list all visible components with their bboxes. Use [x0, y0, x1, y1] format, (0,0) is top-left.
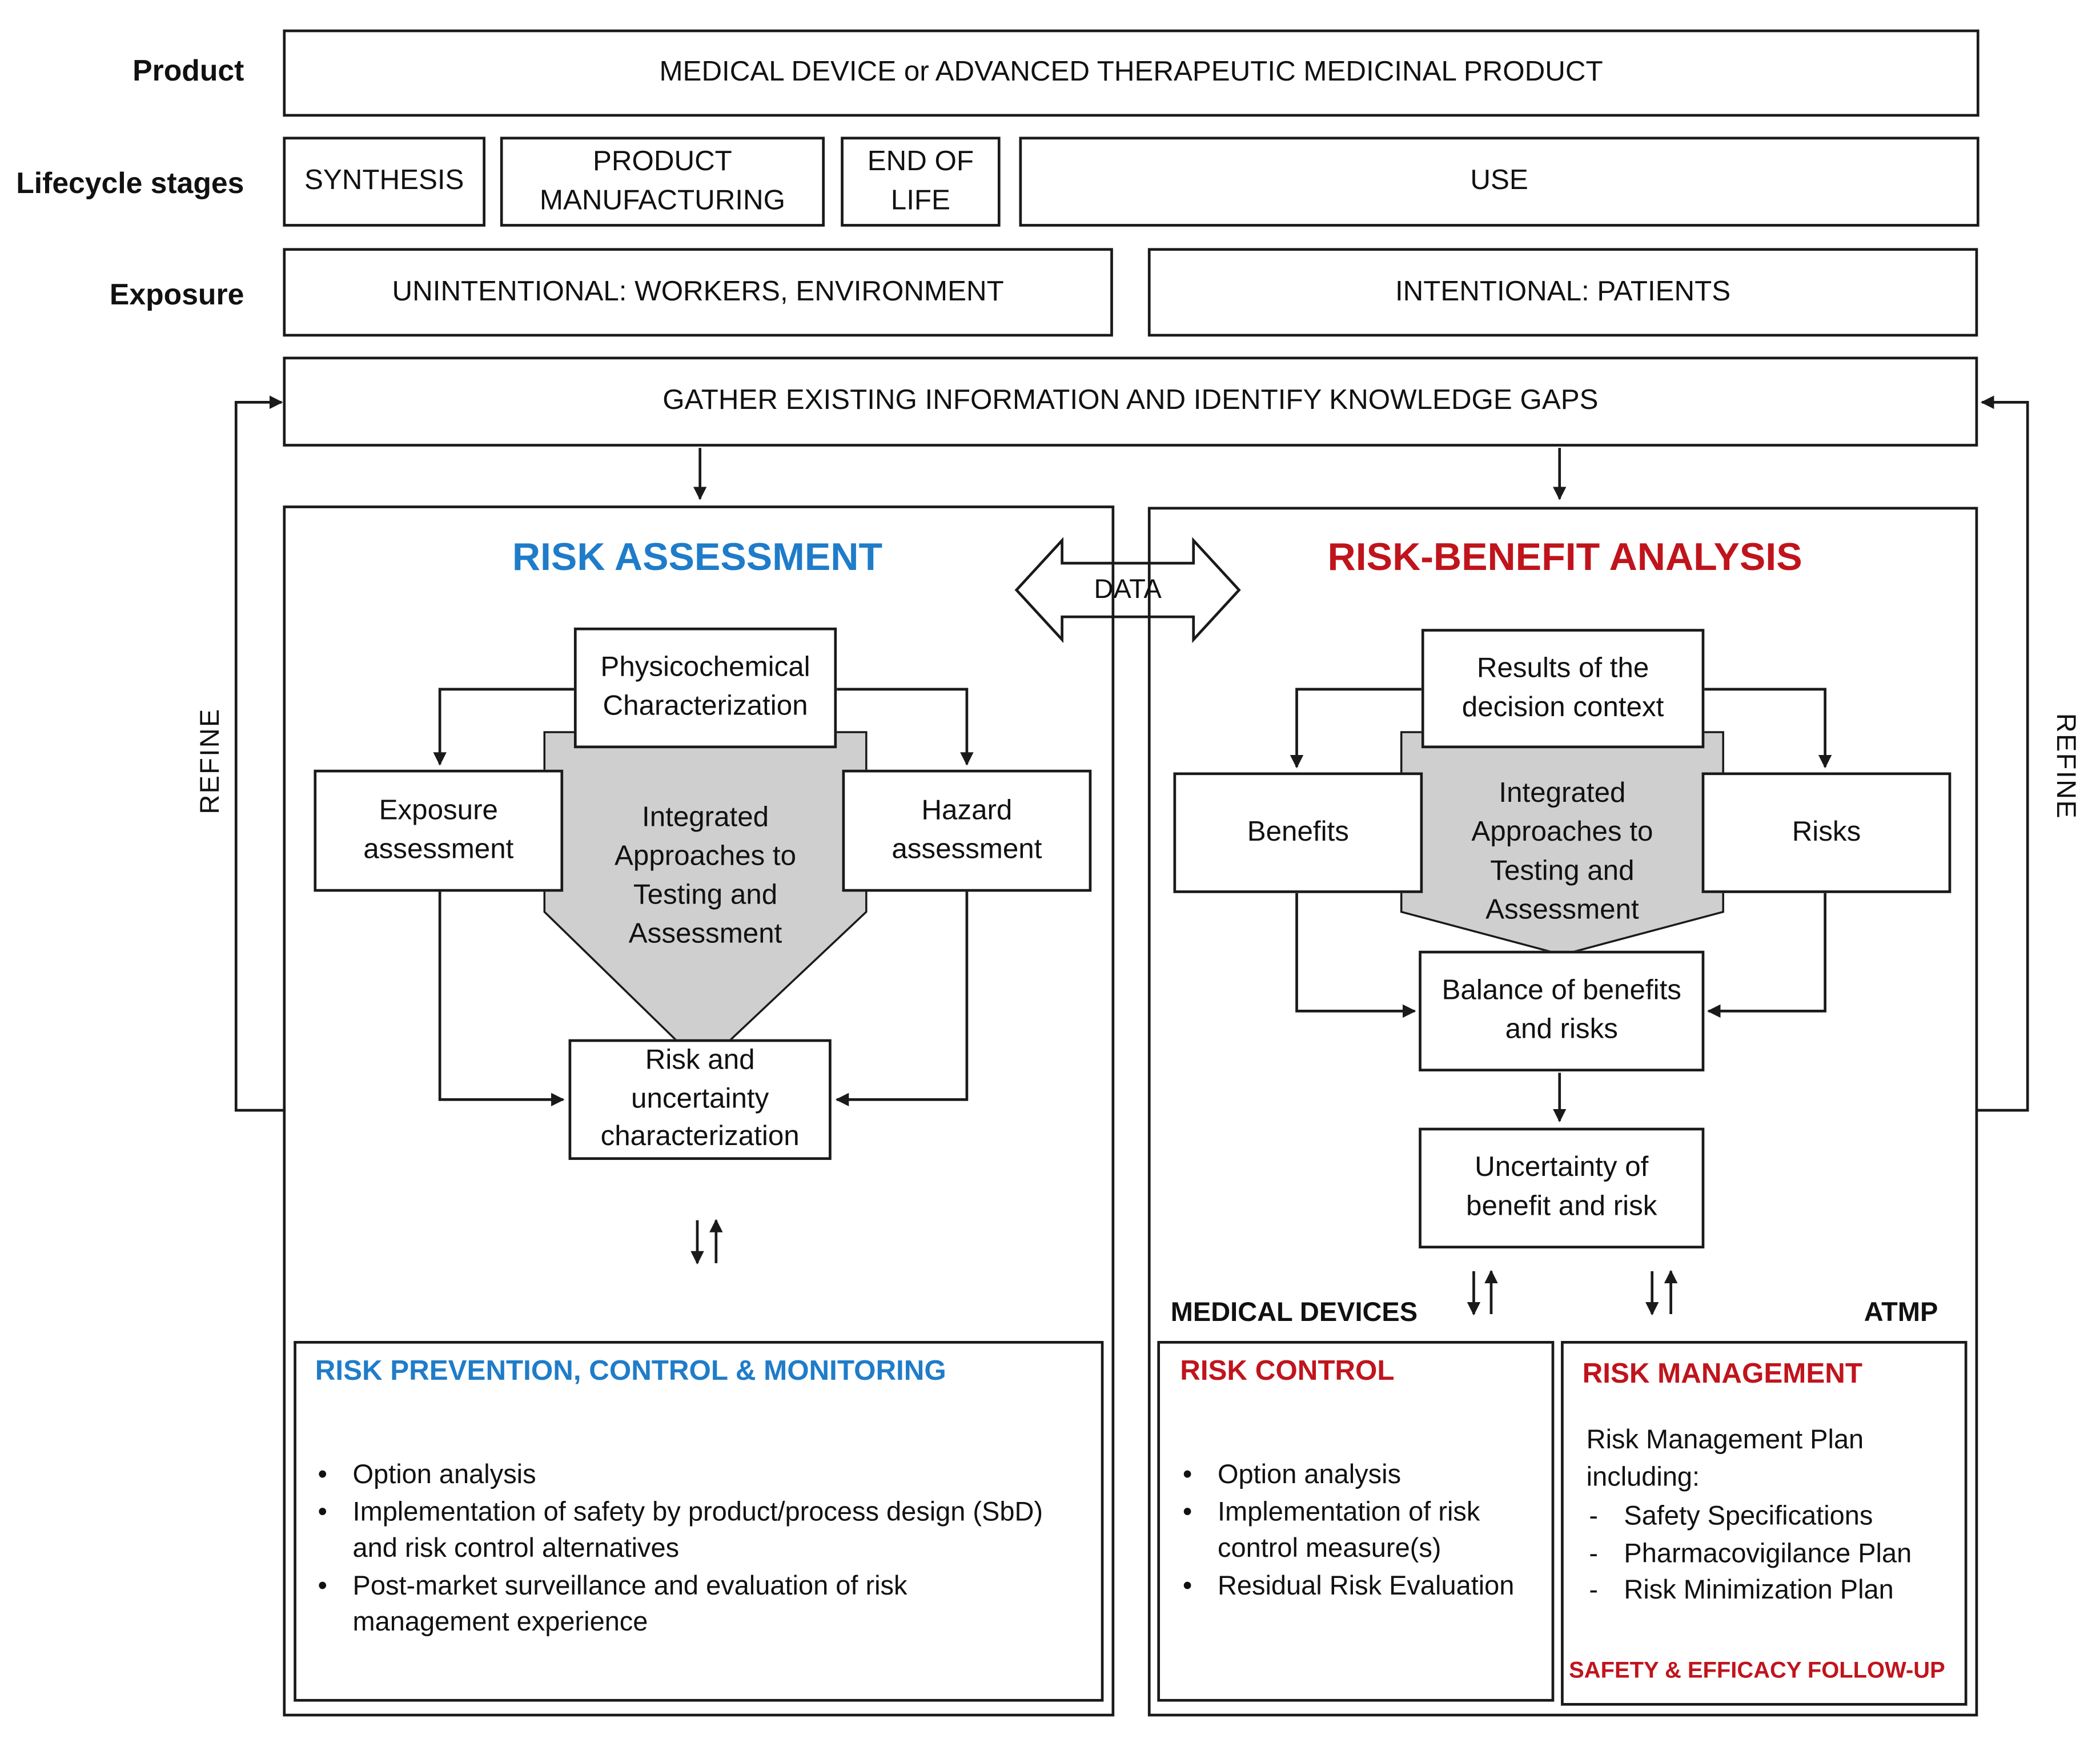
row-label-product: Product: [132, 53, 244, 87]
risk-control-item: Residual Risk Evaluation: [1180, 1569, 1545, 1606]
risk-control-item: Option analysis: [1180, 1457, 1545, 1495]
lifecycle-end-of-life-text: END OF LIFE: [867, 145, 974, 215]
lifecycle-manufacturing-text: PRODUCT MANUFACTURING: [539, 145, 785, 215]
hazard-assessment-box: Hazard assessment: [842, 769, 1092, 892]
risk-uncertainty-text: Risk and uncertainty characterization: [600, 1044, 800, 1153]
risks-box: Risks: [1701, 772, 1952, 893]
row-label-lifecycle: Lifecycle stages: [16, 166, 244, 200]
risk-benefit-title: RISK-BENEFIT ANALYSIS: [1327, 536, 1802, 580]
product-box: MEDICAL DEVICE or ADVANCED THERAPEUTIC M…: [283, 29, 1979, 117]
balance-text: Balance of benefits and risks: [1442, 975, 1681, 1045]
arrow-context-to-benefits: [1290, 688, 1422, 769]
exposure-unintentional-text: UNINTENTIONAL: WORKERS, ENVIRONMENT: [392, 275, 1004, 307]
arrow-hazard-to-risk: [835, 891, 969, 1107]
exposure-intentional-text: INTENTIONAL: PATIENTS: [1395, 275, 1731, 307]
lifecycle-end-of-life-box: END OF LIFE: [841, 136, 1001, 227]
risk-prevention-item: Option analysis: [315, 1457, 1066, 1495]
exposure-intentional-box: INTENTIONAL: PATIENTS: [1147, 248, 1978, 337]
hazard-assessment-text: Hazard assessment: [892, 794, 1042, 865]
risk-control-item: Implementation of risk control measure(s…: [1180, 1495, 1545, 1569]
benefits-box: Benefits: [1173, 772, 1423, 893]
arrow-physchem-to-hazard: [837, 688, 974, 766]
risk-management-item: Safety Specifications: [1587, 1499, 1962, 1536]
decision-context-box: Results of the decision context: [1421, 629, 1705, 749]
risk-management-list: Safety Specifications Pharmacovigilance …: [1587, 1499, 1962, 1610]
refine-label-left: REFINE: [196, 708, 226, 814]
refine-loop-left: [234, 395, 286, 1112]
arrow-benefits-to-balance: [1295, 893, 1416, 1018]
risk-management-item: Risk Minimization Plan: [1587, 1573, 1962, 1611]
arrow-risks-to-balance: [1707, 893, 1826, 1018]
risk-prevention-list: Option analysis Implementation of safety…: [315, 1457, 1066, 1642]
iata-right-text: Integrated Approaches to Testing and Ass…: [1471, 777, 1653, 925]
gather-information-text: GATHER EXISTING INFORMATION AND IDENTIFY…: [662, 384, 1599, 416]
lifecycle-synthesis-text: SYNTHESIS: [304, 164, 464, 196]
risk-control-title: RISK CONTROL: [1180, 1355, 1395, 1387]
row-label-exposure: Exposure: [109, 278, 244, 311]
arrow-context-to-risks: [1704, 688, 1832, 769]
medical-devices-label: MEDICAL DEVICES: [1170, 1298, 1418, 1328]
risk-assessment-panel: [283, 505, 1115, 1717]
exposure-unintentional-box: UNINTENTIONAL: WORKERS, ENVIRONMENT: [283, 248, 1113, 337]
decision-context-text: Results of the decision context: [1461, 652, 1664, 722]
exposure-assessment-box: Exposure assessment: [314, 769, 564, 892]
lifecycle-synthesis-box: SYNTHESIS: [283, 136, 485, 227]
refine-label-right: REFINE: [2050, 713, 2081, 820]
risks-text: Risks: [1792, 816, 1861, 847]
risk-assessment-title: RISK ASSESSMENT: [512, 536, 883, 580]
benefits-text: Benefits: [1247, 816, 1349, 847]
uncertainty-box: Uncertainty of benefit and risk: [1419, 1127, 1705, 1248]
physicochemical-box: Physicochemical Characterization: [573, 627, 837, 749]
refine-loop-right: [1976, 395, 2029, 1112]
risk-uncertainty-box: Risk and uncertainty characterization: [568, 1039, 832, 1160]
risk-prevention-item: Implementation of safety by product/proc…: [315, 1495, 1066, 1569]
data-label: DATA: [1094, 575, 1162, 605]
risk-management-item: Pharmacovigilance Plan: [1587, 1536, 1962, 1573]
iata-left-text: Integrated Approaches to Testing and Ass…: [615, 802, 797, 950]
risk-benefit-panel: [1147, 507, 1978, 1717]
balance-box: Balance of benefits and risks: [1419, 950, 1705, 1072]
product-box-text: MEDICAL DEVICE or ADVANCED THERAPEUTIC M…: [659, 56, 1603, 87]
exposure-assessment-text: Exposure assessment: [363, 794, 514, 865]
physicochemical-text: Physicochemical Characterization: [600, 652, 810, 722]
risk-prevention-item: Post-market surveillance and evaluation …: [315, 1569, 1066, 1643]
atmp-label: ATMP: [1864, 1298, 1938, 1328]
risk-prevention-title: RISK PREVENTION, CONTROL & MONITORING: [315, 1355, 946, 1387]
safety-followup-label: SAFETY & EFFICACY FOLLOW-UP: [1569, 1657, 1945, 1683]
lifecycle-manufacturing-box: PRODUCT MANUFACTURING: [500, 136, 825, 227]
risk-management-title: RISK MANAGEMENT: [1582, 1358, 1863, 1389]
lifecycle-use-box: USE: [1019, 136, 1979, 227]
risk-management-box: [1561, 1341, 1968, 1706]
data-double-arrow: [1014, 537, 1241, 644]
lifecycle-use-text: USE: [1470, 164, 1528, 196]
risk-management-intro: Risk Management Plan including:: [1586, 1425, 1864, 1492]
risk-prevention-box: [294, 1341, 1104, 1702]
risk-control-list: Option analysis Implementation of risk c…: [1180, 1457, 1545, 1605]
arrow-exposure-to-risk: [438, 891, 565, 1107]
gather-information-box: GATHER EXISTING INFORMATION AND IDENTIFY…: [283, 356, 1978, 447]
uncertainty-text: Uncertainty of benefit and risk: [1466, 1152, 1657, 1222]
arrow-physchem-to-exposure: [433, 688, 574, 766]
risk-control-box: [1157, 1341, 1555, 1702]
